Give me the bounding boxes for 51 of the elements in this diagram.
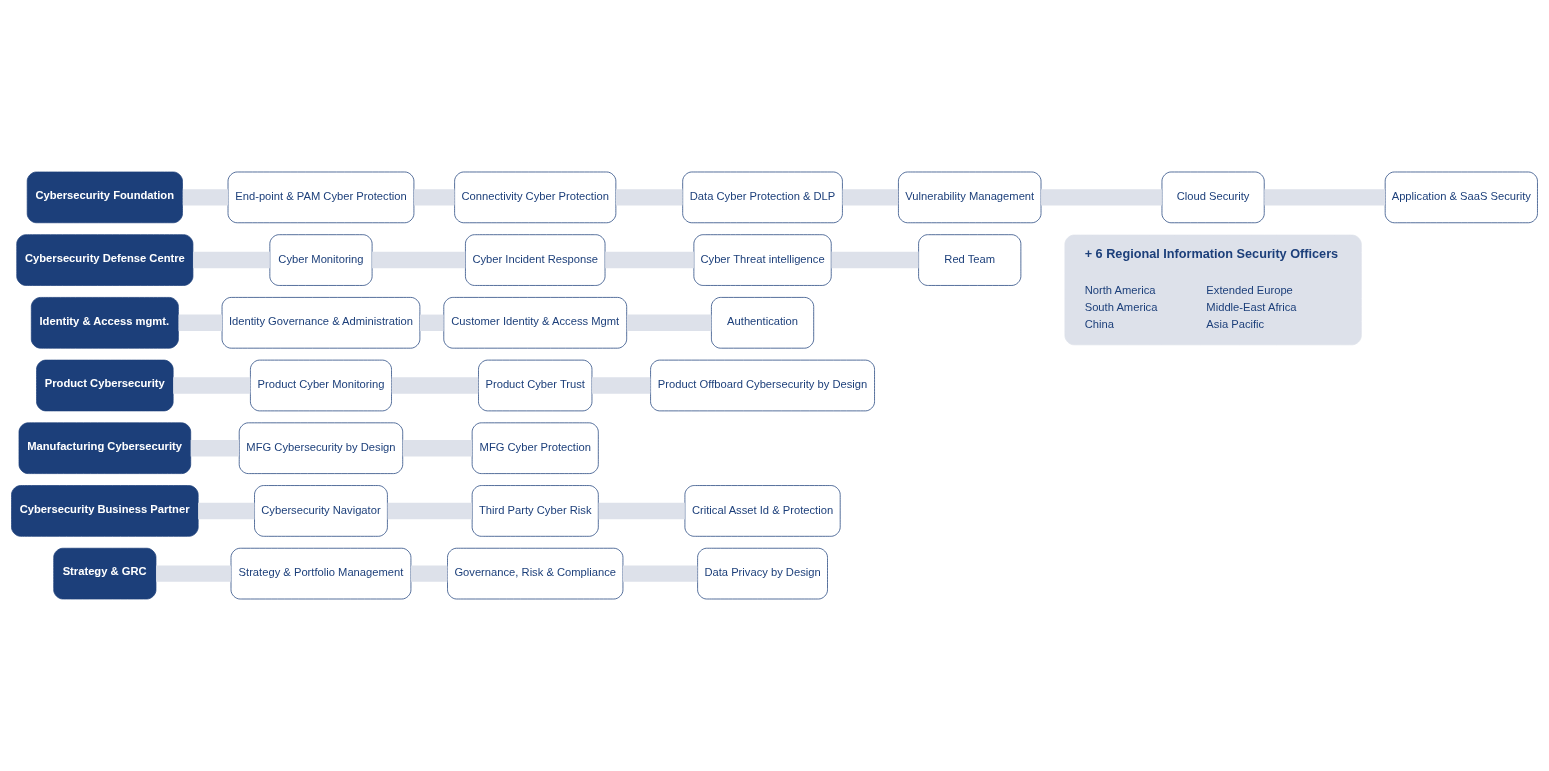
- node-box: Cybersecurity Business Partner: [11, 485, 199, 537]
- node-box: + 6 Regional Information Security Officers North America Extended Europe South America Middle-East Africa China Asia Pacific: [1064, 234, 1362, 346]
- node-box: Strategy & Portfolio Management: [230, 547, 412, 600]
- connector: [622, 565, 698, 582]
- connector: [411, 565, 448, 582]
- connector: [842, 189, 899, 206]
- node-box: Product Cybersecurity: [36, 359, 174, 412]
- connector: [173, 377, 251, 394]
- node-box: Cyber Incident Response: [465, 234, 606, 286]
- node-box: Strategy & GRC: [53, 547, 157, 600]
- node-box: MFG Cyber Protection: [471, 422, 599, 474]
- node-box: Cybersecurity Defense Centre: [16, 234, 194, 286]
- node-box: Product Cyber Monitoring: [250, 359, 392, 412]
- connector: [414, 189, 455, 206]
- connector: [831, 251, 919, 269]
- node-box: Connectivity Cyber Protection: [454, 171, 617, 224]
- connector: [182, 189, 228, 206]
- connector: [615, 189, 683, 206]
- node-box: Cyber Threat intelligence: [693, 234, 832, 286]
- connector: [598, 502, 685, 520]
- node-box: Customer Identity & Access Mgmt: [443, 297, 628, 349]
- node-box: Product Cyber Trust: [478, 359, 593, 412]
- node-box: Red Team: [918, 234, 1022, 286]
- node-box: End-point & PAM Cyber Protection: [227, 171, 415, 224]
- node-box: Governance, Risk & Compliance: [447, 547, 624, 600]
- node-box: Cybersecurity Foundation: [26, 171, 183, 224]
- node-box: Product Offboard Cybersecurity by Design: [650, 359, 875, 412]
- connector: [605, 251, 694, 269]
- node-box: Data Privacy by Design: [697, 547, 828, 600]
- connector: [592, 377, 651, 394]
- node-box: Data Cyber Protection & DLP: [682, 171, 843, 224]
- node-box: Cloud Security: [1161, 171, 1265, 224]
- node-box: MFG Cybersecurity by Design: [238, 422, 404, 474]
- node-box: Cybersecurity Navigator: [254, 485, 388, 537]
- node-box: Manufacturing Cybersecurity: [18, 422, 192, 474]
- connector: [420, 314, 444, 331]
- connector: [1041, 189, 1162, 206]
- node-box: Third Party Cyber Risk: [471, 485, 599, 537]
- node-box: Identity Governance & Administration: [221, 297, 421, 349]
- connector: [190, 440, 240, 457]
- node-box: Critical Asset Id & Protection: [684, 485, 841, 537]
- node-box: Identity & Access mgmt.: [30, 297, 179, 349]
- node-box: Vulnerability Management: [898, 171, 1042, 224]
- connector: [391, 377, 479, 394]
- node-box: Application & SaaS Security: [1384, 171, 1538, 224]
- node-box: Authentication: [711, 297, 815, 349]
- connector: [1264, 189, 1386, 206]
- connector: [156, 565, 231, 582]
- node-box: Cyber Monitoring: [269, 234, 373, 286]
- connector: [178, 314, 222, 331]
- connector: [402, 440, 472, 457]
